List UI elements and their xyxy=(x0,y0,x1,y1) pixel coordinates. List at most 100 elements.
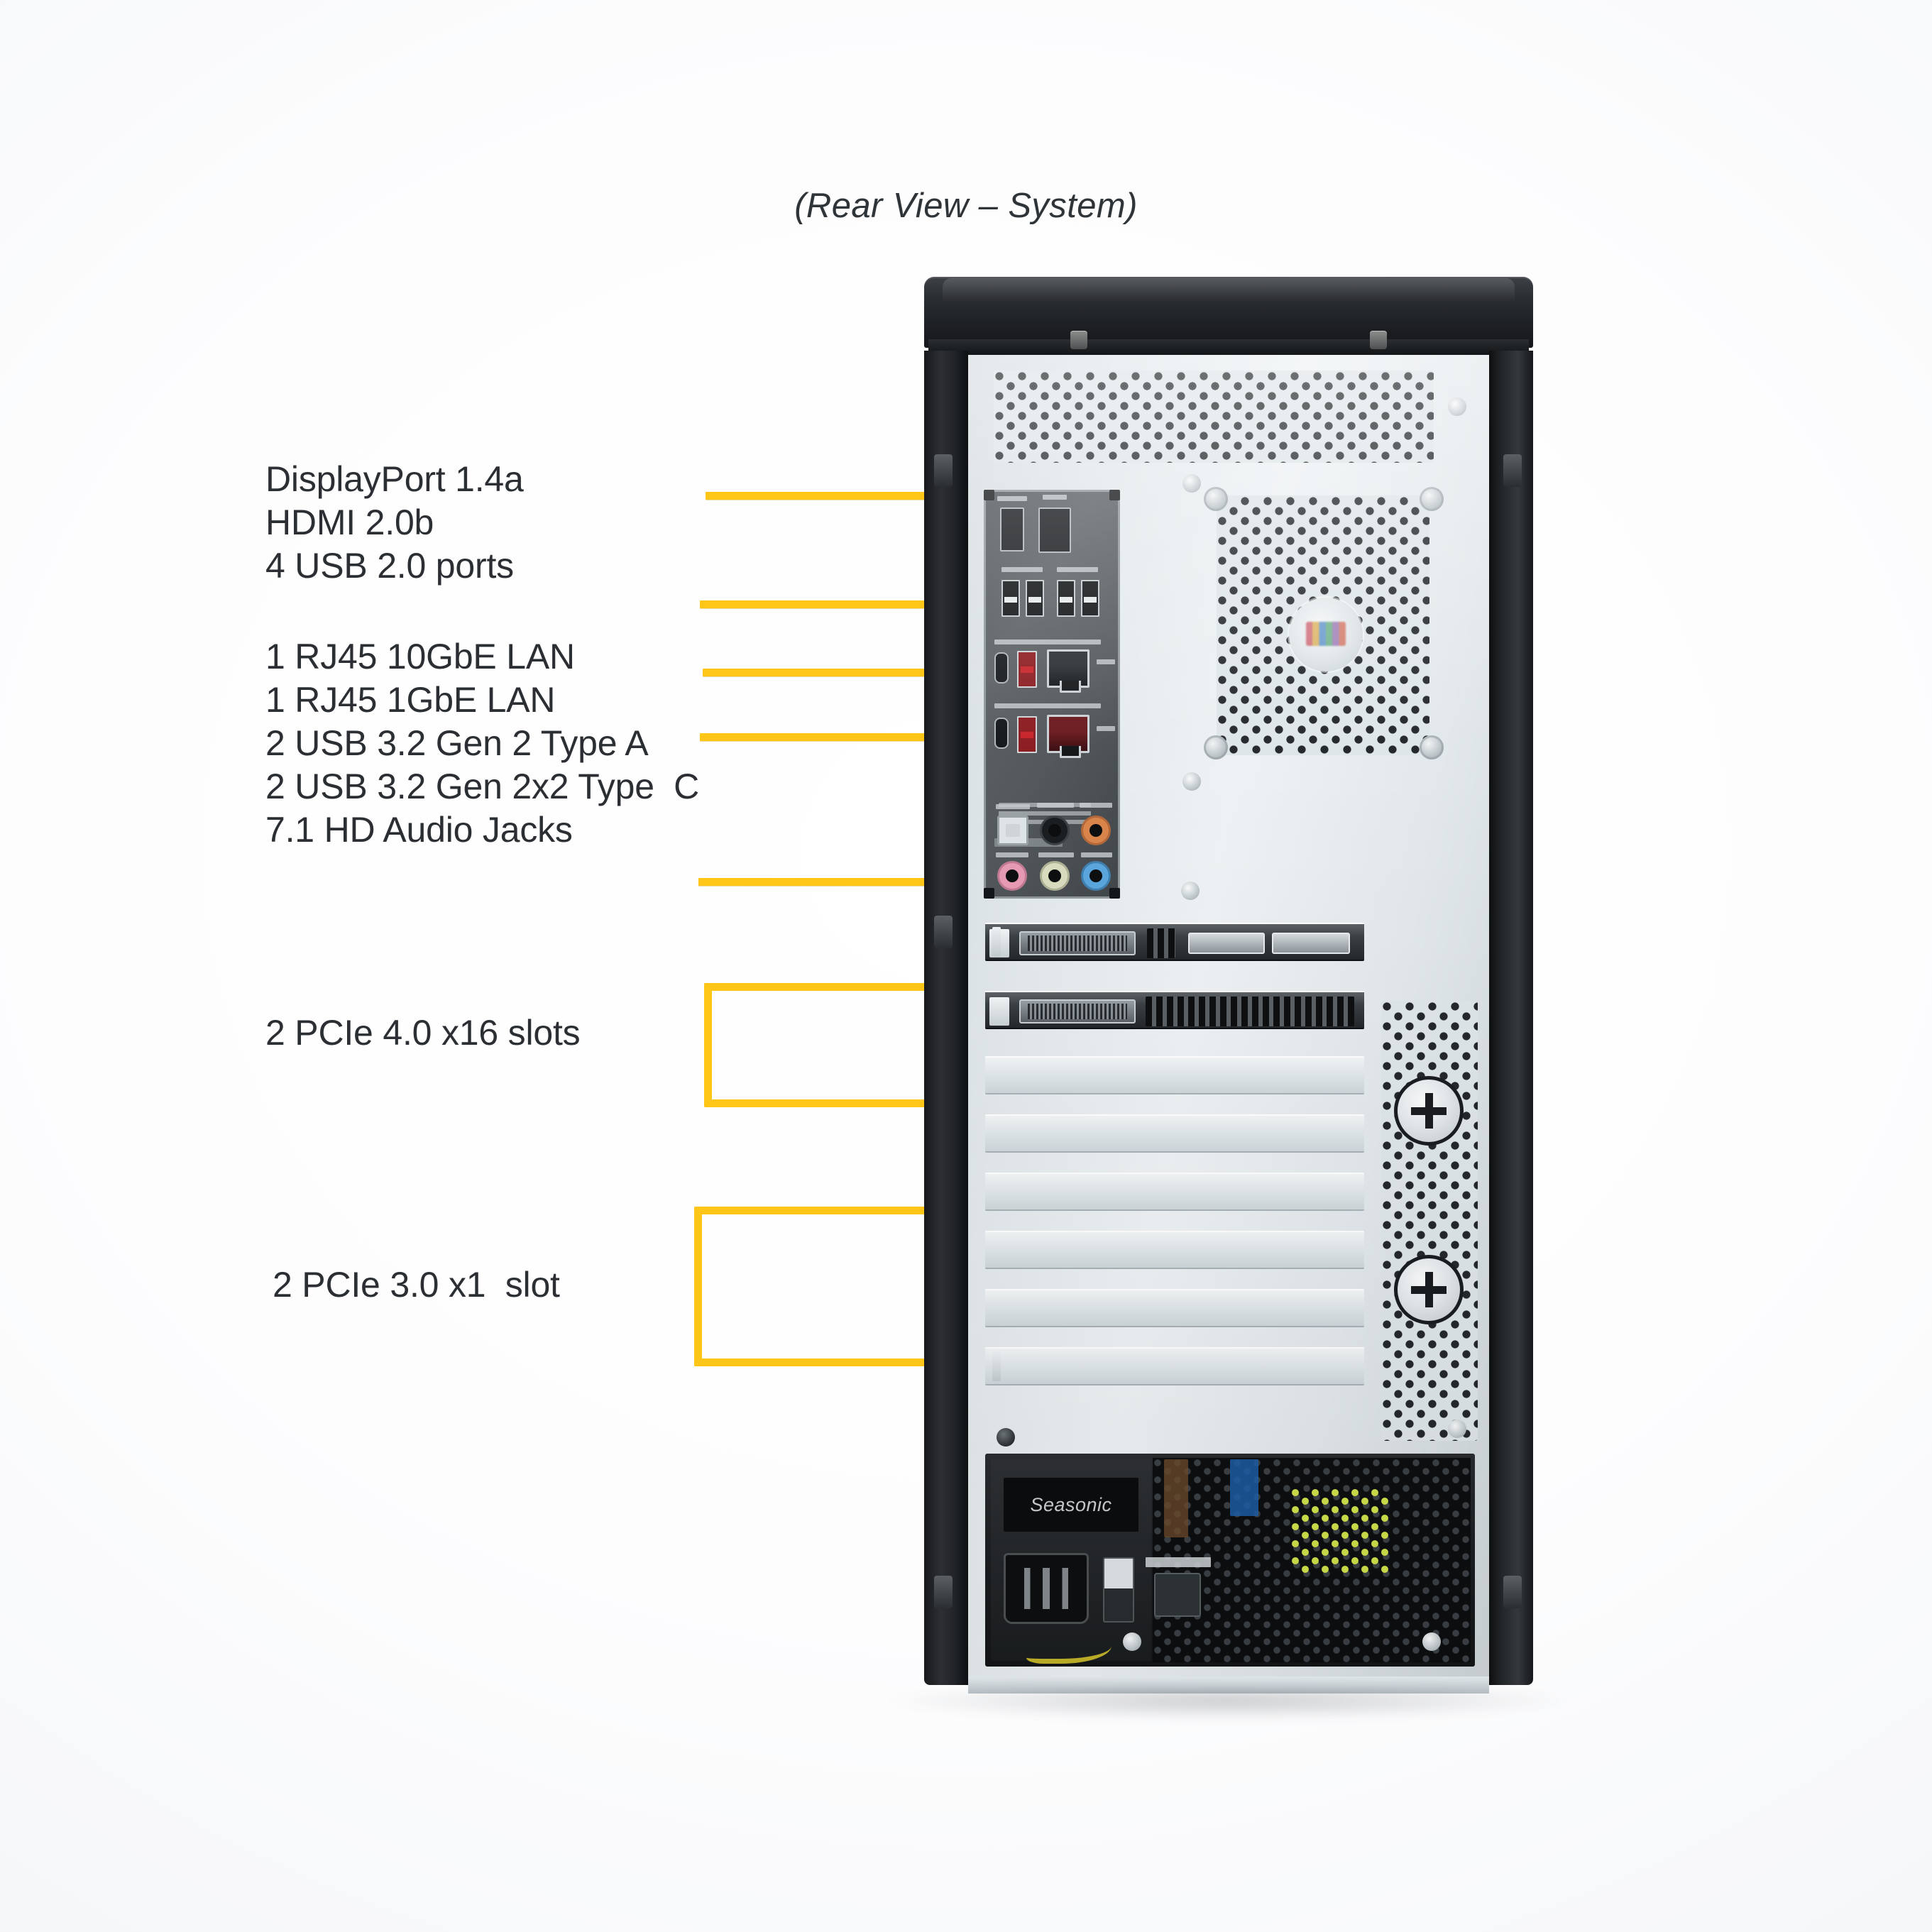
psu-hybrid-mode-button[interactable] xyxy=(1154,1573,1201,1617)
audio-jack-center-subwoofer[interactable] xyxy=(1040,816,1070,845)
audio-jack-line-out[interactable] xyxy=(1040,861,1070,891)
fan-screw-bottom-left xyxy=(1204,735,1228,759)
psu-cable-blue xyxy=(1230,1459,1258,1516)
rail-notch-right-top xyxy=(1503,454,1522,487)
pcie-slot-cover-7[interactable] xyxy=(985,1289,1364,1327)
hdmi-2-0b-connector[interactable] xyxy=(1038,507,1071,553)
usb-2-0-tongue-3 xyxy=(1060,597,1072,603)
page-title: (Rear View – System) xyxy=(794,187,1138,225)
chassis-top-lip xyxy=(928,339,1529,358)
usb-3-2-gen2-type-a-port-2[interactable] xyxy=(1017,716,1037,753)
pcie-slot-cover-5[interactable] xyxy=(985,1173,1364,1211)
rail-notch-left-mid xyxy=(934,916,953,948)
psu-brand-label: Seasonic xyxy=(1030,1493,1112,1515)
fan-screw-bottom-right xyxy=(1420,735,1444,759)
pcie-slot-2-occupied[interactable] xyxy=(985,991,1364,1029)
psu-internal-yellow-wire xyxy=(1026,1634,1112,1664)
pcie-slot-2-dvi-connector[interactable] xyxy=(1019,999,1136,1023)
leader-line-audio xyxy=(698,878,988,886)
rj45-10gbe-lan-port[interactable] xyxy=(1047,649,1090,693)
audio-jack-side-surround[interactable] xyxy=(1081,816,1111,845)
pcie-slot-cover-8[interactable] xyxy=(985,1347,1364,1385)
rail-notch-left-bottom xyxy=(934,1576,953,1608)
top-thumbscrew-left xyxy=(1070,331,1087,349)
panel-screw-mid-right xyxy=(1182,772,1201,791)
lan-1gbe-icon-mark xyxy=(1097,726,1115,731)
io-corner-tl xyxy=(984,490,994,500)
pcie-slot-cover-4[interactable] xyxy=(985,1114,1364,1153)
optical-spdif-out-jack[interactable] xyxy=(997,816,1028,845)
panel-screw-io-top xyxy=(1181,882,1200,900)
panel-screw-low-right xyxy=(1448,1420,1466,1438)
callout-io-ports: 1 RJ45 10GbE LAN 1 RJ45 1GbE LAN 2 USB 3… xyxy=(265,637,700,850)
pcie-slot-1-display-connector[interactable] xyxy=(1188,933,1265,954)
usb-2-0-tongue-1 xyxy=(1004,597,1017,603)
audio-label-mark-2 xyxy=(1037,803,1074,808)
usb-3-2-gen2x2-type-c-port-1[interactable] xyxy=(994,652,1009,684)
pcie-expansion-area xyxy=(985,923,1368,1441)
leader-line-lan-1gbe xyxy=(700,733,988,741)
usb-3-2-gen2-type-a-port-1[interactable] xyxy=(1017,651,1037,688)
io-corner-tr xyxy=(1109,490,1120,500)
rail-notch-right-bottom xyxy=(1503,1576,1522,1608)
leader-line-displayport xyxy=(706,492,988,500)
audio-label-mark-5 xyxy=(1038,852,1074,857)
pcie-slot-cover-3[interactable] xyxy=(985,1056,1364,1094)
psu-brand-logo: Seasonic xyxy=(1004,1478,1138,1532)
psu-iec-c14-power-inlet[interactable] xyxy=(1004,1553,1089,1624)
chassis-left-rail xyxy=(924,351,968,1685)
psu-button-label-mark xyxy=(1146,1557,1211,1567)
usb-3-2-gen2x2-type-c-port-2[interactable] xyxy=(994,718,1009,749)
right-vent-column xyxy=(1381,1001,1478,1441)
motherboard-io-shield xyxy=(984,490,1120,899)
chassis-bottom-shelf xyxy=(968,1676,1489,1694)
pcie-slot-2-bracket-tab xyxy=(989,997,1009,1026)
fan-screw-top-left xyxy=(1204,487,1228,511)
pcie-slot-2-vent-fins xyxy=(1146,997,1354,1026)
panel-screw-mid-left xyxy=(1182,474,1201,493)
computer-tower: Seasonic xyxy=(923,277,1535,1695)
audio-label-mark-1 xyxy=(996,804,1030,809)
hdmi-label-mark xyxy=(1043,495,1067,500)
rail-notch-left-top xyxy=(934,454,953,487)
audio-jack-microphone-in[interactable] xyxy=(997,861,1027,891)
panel-screw-bottom-left xyxy=(997,1428,1015,1447)
usb20-label-mark-left xyxy=(1001,567,1043,572)
fan-hub-sticker xyxy=(1289,598,1363,671)
pcie-slot-1-dvi-connector[interactable] xyxy=(1019,931,1136,955)
usb-2-0-tongue-2 xyxy=(1028,597,1041,603)
leader-line-lan-10gbe xyxy=(703,669,988,676)
usb20-label-mark-right xyxy=(1057,567,1098,572)
pcie-slot-cover-6[interactable] xyxy=(985,1231,1364,1269)
psu-mount-screw-left xyxy=(1123,1632,1141,1651)
rj45-1gbe-lan-port[interactable] xyxy=(1047,715,1090,758)
expansion-thumbscrew-upper[interactable] xyxy=(1394,1076,1464,1146)
pcie-slot-1-aux-connector[interactable] xyxy=(1272,933,1350,954)
displayport-label-mark xyxy=(997,496,1027,501)
psu-cable-brown xyxy=(1164,1459,1188,1537)
chassis-right-rail xyxy=(1489,351,1533,1685)
psu-mesh-highlight-patch xyxy=(1290,1488,1390,1573)
top-thumbscrew-right xyxy=(1370,331,1387,349)
fan-screw-top-right xyxy=(1420,487,1444,511)
chassis-rear-panel: Seasonic xyxy=(968,355,1489,1684)
pcie-slot-1-notch xyxy=(992,927,1001,957)
callout-video-ports: DisplayPort 1.4a HDMI 2.0b 4 USB 2.0 por… xyxy=(265,459,524,586)
io-corner-bl xyxy=(984,888,994,899)
expansion-thumbscrew-lower[interactable] xyxy=(1394,1255,1464,1324)
top-vent-grille xyxy=(994,371,1434,463)
io-corner-br xyxy=(1109,888,1120,899)
audio-jack-line-in[interactable] xyxy=(1081,861,1111,891)
audio-label-mark-6 xyxy=(1081,852,1112,857)
usb-2-0-tongue-4 xyxy=(1084,597,1097,603)
pcie-slot-1-occupied[interactable] xyxy=(985,923,1364,961)
displayport-1-4a-connector[interactable] xyxy=(1000,507,1024,551)
psu-power-rocker-switch[interactable] xyxy=(1103,1557,1134,1623)
power-supply-unit: Seasonic xyxy=(985,1454,1475,1667)
panel-screw-top-right xyxy=(1448,397,1466,416)
chassis-top-cover xyxy=(924,277,1533,348)
pcie-slot-1-vent-fins xyxy=(1147,928,1175,958)
lan-1gbe-label-mark xyxy=(994,703,1101,708)
callout-pcie-x16: 2 PCIe 4.0 x16 slots xyxy=(265,1013,581,1053)
